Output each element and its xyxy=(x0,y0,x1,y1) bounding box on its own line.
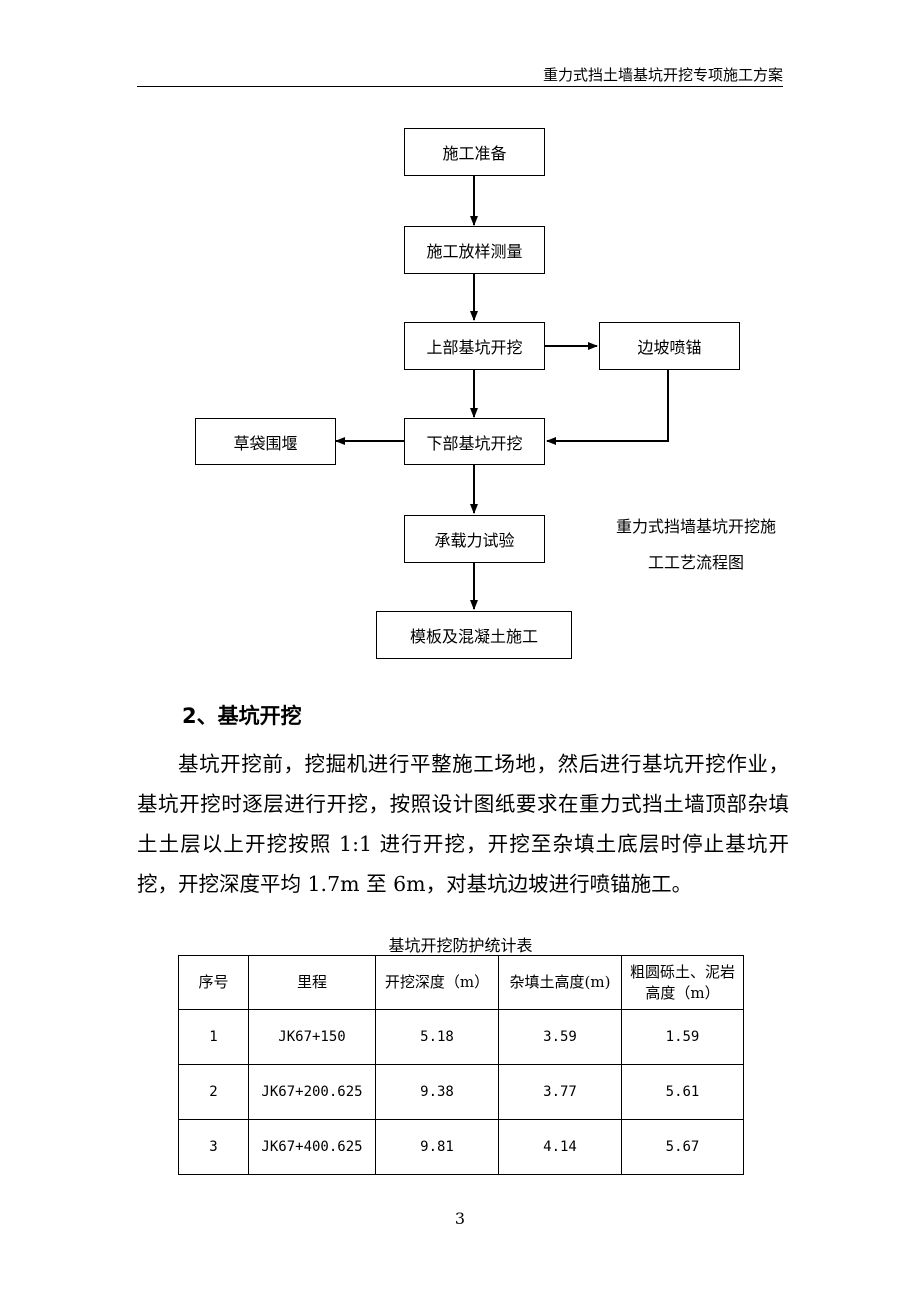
cell-depth: 9.81 xyxy=(375,1119,499,1175)
flow-node-prep: 施工准备 xyxy=(404,128,545,176)
col-header-fill-height: 杂填土高度(m) xyxy=(498,955,622,1010)
cell-chainage: JK67+150 xyxy=(248,1009,376,1065)
col-header-depth: 开挖深度（m） xyxy=(375,955,499,1010)
table-row: 1 JK67+150 5.18 3.59 1.59 xyxy=(178,1009,744,1065)
flowchart-caption: 重力式挡墙基坑开挖施 工工艺流程图 xyxy=(601,509,791,581)
cell-index: 3 xyxy=(178,1119,249,1175)
cell-gravel-height: 5.61 xyxy=(621,1064,744,1120)
col-header-index: 序号 xyxy=(178,955,249,1010)
page-header-title: 重力式挡土墙基坑开挖专项施工方案 xyxy=(542,66,783,84)
section-heading: 2、基坑开挖 xyxy=(182,704,302,728)
cell-index: 1 xyxy=(178,1009,249,1065)
flow-node-upper: 上部基坑开挖 xyxy=(404,322,545,370)
cell-fill-height: 3.59 xyxy=(498,1009,622,1065)
flow-node-formwork: 模板及混凝土施工 xyxy=(376,611,572,659)
table-header-row: 序号 里程 开挖深度（m） 杂填土高度(m) 粗圆砾土、泥岩高度（m） xyxy=(178,955,744,1010)
cell-fill-height: 4.14 xyxy=(498,1119,622,1175)
arrow-slope-to-lower xyxy=(546,370,669,445)
cell-chainage: JK67+400.625 xyxy=(248,1119,376,1175)
flow-node-slope: 边坡喷锚 xyxy=(599,322,740,370)
flowchart-connectors xyxy=(335,176,669,610)
flowchart-caption-line2: 工工艺流程图 xyxy=(647,553,744,572)
table-title: 基坑开挖防护统计表 xyxy=(388,936,533,955)
cell-gravel-height: 1.59 xyxy=(621,1009,744,1065)
cell-depth: 9.38 xyxy=(375,1064,499,1120)
flowchart-caption-line1: 重力式挡墙基坑开挖施 xyxy=(615,517,776,536)
page-number: 3 xyxy=(454,1209,466,1228)
flow-node-lower: 下部基坑开挖 xyxy=(404,418,545,465)
flow-node-bearing: 承载力试验 xyxy=(404,515,545,563)
cell-chainage: JK67+200.625 xyxy=(248,1064,376,1120)
cell-index: 2 xyxy=(178,1064,249,1120)
col-header-gravel-height: 粗圆砾土、泥岩高度（m） xyxy=(621,955,744,1010)
cell-gravel-height: 5.67 xyxy=(621,1119,744,1175)
body-paragraph: 基坑开挖前，挖掘机进行平整施工场地，然后进行基坑开挖作业，基坑开挖时逐层进行开挖… xyxy=(137,752,789,896)
cell-depth: 5.18 xyxy=(375,1009,499,1065)
stats-table: 序号 里程 开挖深度（m） 杂填土高度(m) 粗圆砾土、泥岩高度（m） 1 JK… xyxy=(178,955,744,1175)
flow-node-sandbag: 草袋围堰 xyxy=(195,418,336,465)
col-header-chainage: 里程 xyxy=(248,955,376,1010)
table-row: 3 JK67+400.625 9.81 4.14 5.67 xyxy=(178,1119,744,1175)
cell-fill-height: 3.77 xyxy=(498,1064,622,1120)
header-rule xyxy=(137,86,783,87)
table-row: 2 JK67+200.625 9.38 3.77 5.61 xyxy=(178,1064,744,1120)
flow-node-survey: 施工放样测量 xyxy=(404,226,545,274)
